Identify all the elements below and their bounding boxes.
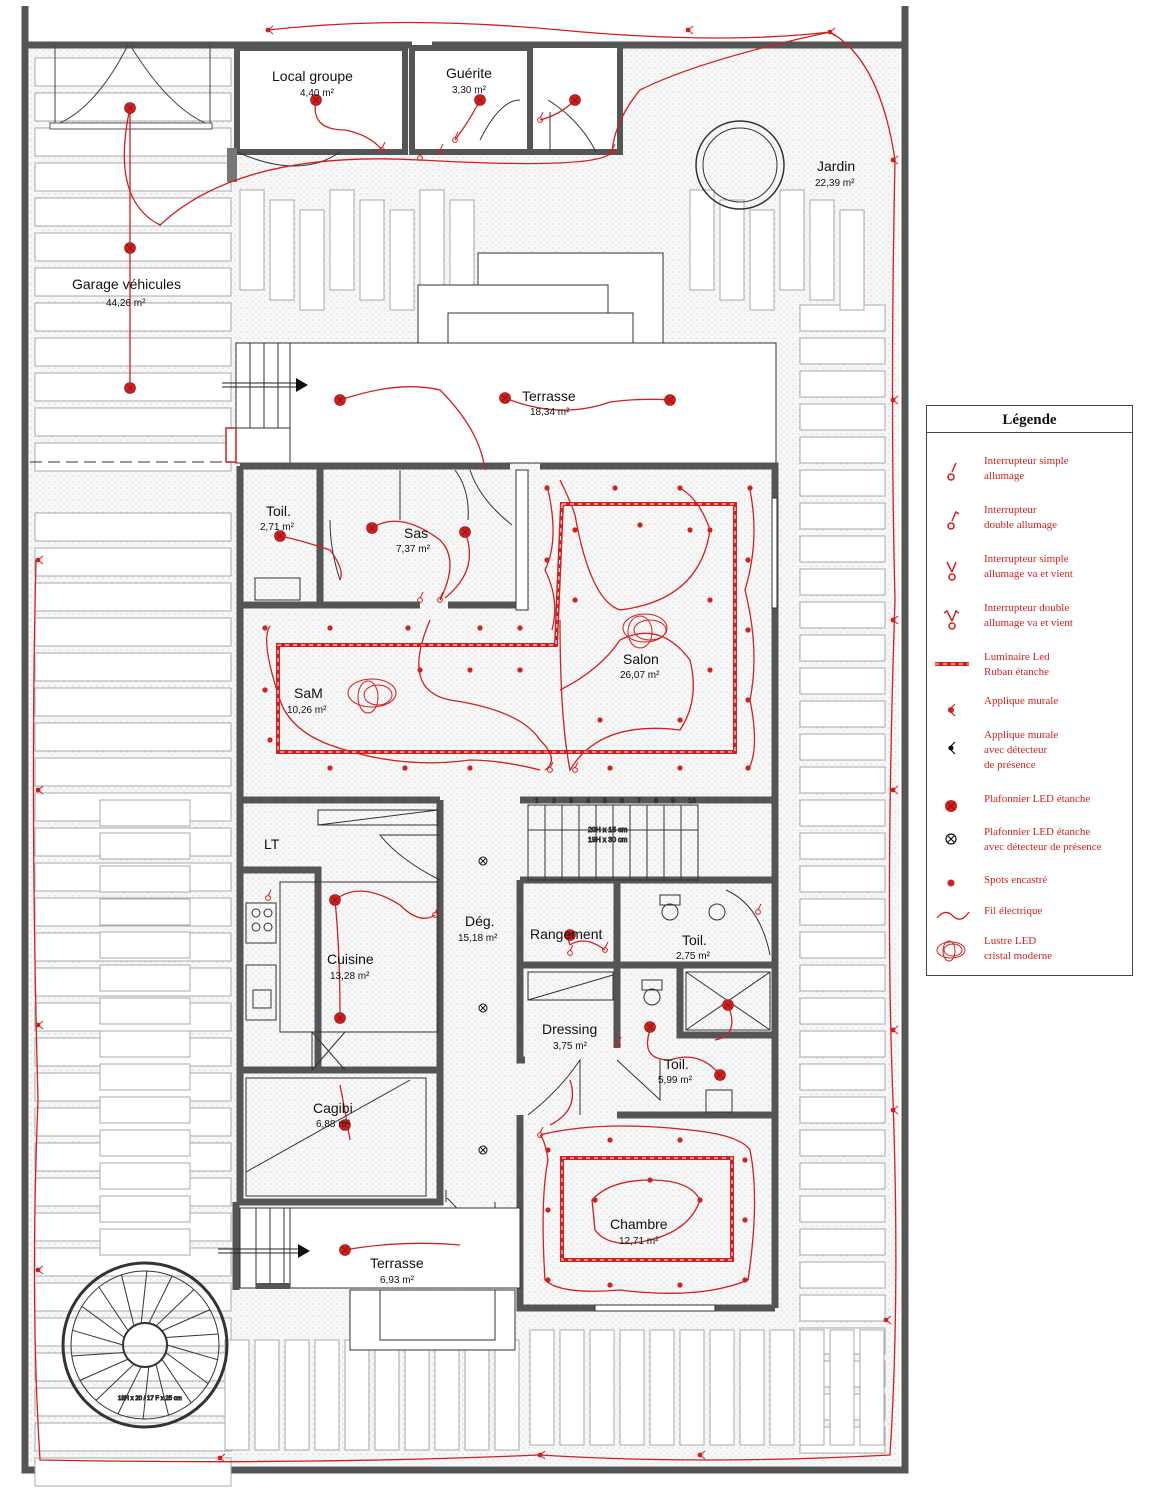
spiral-stair-note: 18H x 20 / 17 F x 25 cm: [118, 1396, 182, 1402]
chandelier-icon: [347, 613, 668, 714]
legend-item-switch-simple-2way: Interrupteur simple allumage va et vient: [927, 552, 1132, 592]
room-area-salon: 26,07 m²: [620, 670, 660, 681]
legend-item-wall-light-detector: Applique murale avec détecteur de présen…: [927, 728, 1132, 771]
room-area-terrasse-sud: 6,93 m²: [380, 1275, 415, 1286]
legend-label-switch-simple-2way: Interrupteur simple allumage va et vient: [984, 553, 1073, 580]
legend-label-switch-double: Interrupteur double allumage: [984, 504, 1058, 531]
legend-label-switch-double-2way: Interrupteur double allumage va et vient: [984, 602, 1073, 629]
room-name-rangement: Rangement: [530, 926, 602, 942]
led-strip-icon: [935, 662, 969, 666]
room-area-cagibi: 6,88 m²: [316, 1119, 351, 1130]
switch-simple-icon: [947, 462, 957, 481]
room-area-terrasse-nord: 18,34 m²: [530, 407, 570, 418]
legend-item-switch-double-2way: Interrupteur double allumage va et vient: [927, 601, 1132, 641]
room-area-toil-3: 5,99 m²: [658, 1075, 693, 1086]
room-name-terrasse-sud: Terrasse: [370, 1255, 424, 1271]
legend-item-chandelier: Lustre LED cristal moderne: [927, 934, 1132, 974]
room-name-cagibi: Cagibi: [313, 1100, 353, 1116]
legend-item-ceiling-led-detector: Plafonnier LED étanche avec détecteur de…: [927, 825, 1132, 865]
recessed-spot-icon: [947, 879, 955, 887]
ceiling-led-detector-icon: [945, 833, 957, 845]
switch-double-2way-icon: [943, 609, 960, 630]
legend-label-ceiling-led-detector: Plafonnier LED étanche avec détecteur de…: [984, 826, 1102, 853]
legend-label-led-strip: Luminaire Led Ruban étanche: [984, 651, 1050, 678]
room-area-cuisine: 13,28 m²: [330, 971, 370, 982]
legend-item-wall-light: Applique murale: [927, 694, 1132, 734]
room-area-toil-2: 2,75 m²: [676, 951, 711, 962]
entry-steps: [417, 252, 701, 368]
light-fixtures: [35, 25, 899, 1463]
legend-item-switch-simple: Interrupteur simple allumage: [927, 454, 1132, 494]
ceiling-led-icon: [945, 800, 957, 812]
room-name-sam: SaM: [294, 685, 323, 701]
paving-slabs: [34, 57, 886, 1487]
legend-label-recessed-spot: Spots encastré: [984, 874, 1048, 886]
legend-label-wall-light-detector: Applique murale avec détecteur de présen…: [984, 729, 1059, 771]
legend-item-led-strip: Luminaire Led Ruban étanche: [927, 650, 1132, 690]
legend-title: Légende: [927, 406, 1132, 433]
legend: Légende Interrupteur simple allumage Int…: [926, 405, 1133, 976]
room-area-dressing: 3,75 m²: [553, 1041, 588, 1052]
room-area-guerite: 3,30 m²: [452, 85, 487, 96]
room-name-salon: Salon: [623, 651, 659, 667]
chandelier-legend-icon: [936, 940, 966, 962]
room-name-lt: LT: [264, 836, 280, 852]
room-name-terrasse-nord: Terrasse: [522, 388, 576, 404]
legend-label-switch-simple: Interrupteur simple allumage: [984, 455, 1069, 482]
switch-simple-2way-icon: [946, 561, 957, 581]
detector-lights: [478, 856, 488, 1155]
room-area-sas: 7,37 m²: [396, 544, 431, 555]
room-name-toil-2: Toil.: [682, 932, 707, 948]
legend-label-wall-light: Applique murale: [984, 695, 1059, 707]
room-area-toil-1: 2,71 m²: [260, 522, 295, 533]
room-area-jardin: 22,39 m²: [815, 178, 855, 189]
switch-double-icon: [947, 510, 960, 530]
room-name-toil-1: Toil.: [266, 503, 291, 519]
led-strips: [276, 502, 737, 1262]
legend-item-recessed-spot: Spots encastré: [927, 873, 1132, 913]
terrace-south: [218, 1207, 521, 1351]
wall-light-icon: [948, 703, 956, 717]
legend-item-wire: Fil électrique: [927, 904, 1132, 944]
room-name-sas: Sas: [404, 525, 428, 541]
wire-icon: [936, 911, 970, 920]
room-name-dressing: Dressing: [542, 1021, 597, 1037]
room-area-chambre: 12,71 m²: [619, 1236, 659, 1247]
room-area-garage: 44,26 m²: [106, 298, 146, 309]
garage-gate: [49, 44, 213, 130]
room-name-jardin: Jardin: [817, 158, 855, 174]
interior-fixtures: [245, 469, 778, 1312]
legend-item-ceiling-led: Plafonnier LED étanche: [927, 792, 1132, 832]
stair-tread-note: 19H x 30 cm: [588, 837, 627, 844]
legend-label-ceiling-led: Plafonnier LED étanche: [984, 793, 1091, 805]
stair-riser-note: 20H x 15 cm: [588, 827, 627, 834]
room-name-cuisine: Cuisine: [327, 951, 374, 967]
room-name-guerite: Guérite: [446, 65, 492, 81]
room-area-deg: 15,18 m²: [458, 933, 498, 944]
room-name-chambre: Chambre: [610, 1216, 668, 1232]
room-area-sam: 10,26 m²: [287, 705, 327, 716]
room-name-deg: Dég.: [465, 913, 495, 929]
spiral-staircase: 18H x 20 / 17 F x 25 cm: [61, 1261, 229, 1429]
room-name-garage: Garage véhicules: [72, 276, 181, 292]
legend-label-wire: Fil électrique: [984, 905, 1043, 917]
room-area-local-groupe: 4,40 m²: [300, 88, 335, 99]
room-labels: Local groupe 4,40 m² Guérite 3,30 m² Jar…: [72, 65, 855, 1286]
planter: [695, 120, 785, 210]
room-name-toil-3: Toil.: [664, 1056, 689, 1072]
wall-light-detector-icon: [948, 741, 956, 755]
room-name-local-groupe: Local groupe: [272, 68, 353, 84]
legend-item-switch-double: Interrupteur double allumage: [927, 503, 1132, 543]
legend-label-chandelier: Lustre LED cristal moderne: [984, 935, 1053, 962]
